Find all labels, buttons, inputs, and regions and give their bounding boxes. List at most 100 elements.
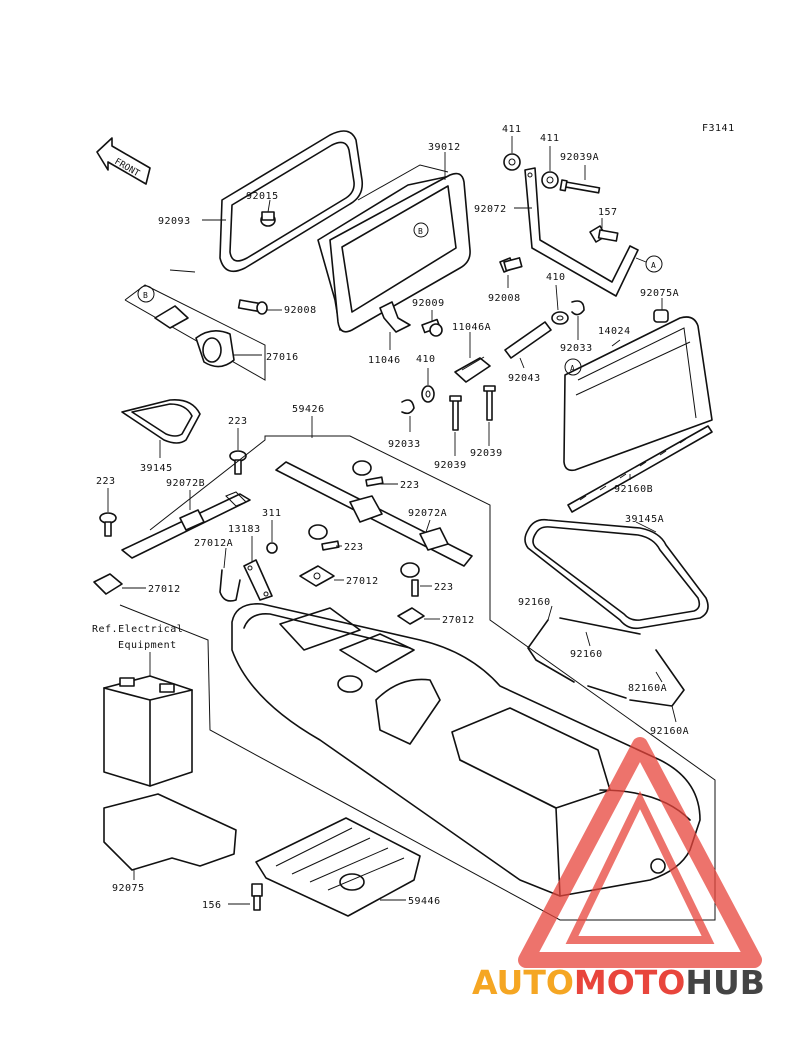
intake-grate-59446	[255, 817, 421, 917]
label-59426: 59426	[292, 404, 325, 415]
label-39012: 39012	[428, 142, 461, 153]
label-92008-box: 92008	[488, 293, 521, 304]
group-frame-59426	[119, 435, 716, 921]
strap-92072A	[275, 461, 473, 567]
label-92039-right: 92039	[470, 448, 503, 459]
label-410-right: 410	[546, 272, 566, 283]
ubolt-27012A	[219, 569, 241, 602]
label-92072: 92072	[474, 204, 507, 215]
bolt-157	[589, 225, 619, 243]
nut-311	[266, 542, 278, 554]
watermark-part2: MOTO	[574, 963, 685, 1002]
hull-body	[231, 603, 701, 897]
svg-text:A: A	[651, 261, 656, 270]
label-410-left: 410	[416, 354, 436, 365]
ref-note-line2: Equipment	[118, 640, 177, 651]
label-223-b: 223	[96, 476, 116, 487]
screw-223-d	[308, 524, 340, 551]
strip-92160B	[567, 425, 713, 513]
hinge-part	[154, 305, 189, 329]
clip-27012-right	[397, 607, 425, 625]
bolt-156	[251, 883, 263, 911]
label-92075: 92075	[112, 883, 145, 894]
watermark-part1: AUTO	[472, 963, 574, 1002]
label-92072A: 92072A	[408, 508, 447, 519]
bracket-11046	[379, 301, 411, 333]
label-39145: 39145	[140, 463, 173, 474]
gasket-39145A	[524, 518, 709, 630]
callout-b-bracket	[137, 285, 155, 303]
washer-410	[421, 385, 435, 403]
knob-part	[195, 330, 235, 368]
bracket-11046A	[454, 356, 491, 383]
svg-text:A: A	[570, 364, 575, 373]
storage-box-39012	[317, 164, 471, 333]
pin-92039A	[559, 179, 601, 194]
label-27016: 27016	[266, 352, 299, 363]
plug-92015	[260, 211, 276, 227]
rod-92043	[504, 321, 552, 359]
label-92160B: 92160B	[614, 484, 653, 495]
label-223-d: 223	[344, 542, 364, 553]
label-59446: 59446	[408, 896, 441, 907]
label-92008-left: 92008	[284, 305, 317, 316]
screw-223-a	[229, 450, 247, 475]
bolt-92009	[421, 318, 443, 337]
cap-92075A	[653, 309, 669, 323]
label-223-c: 223	[400, 480, 420, 491]
label-92075A: 92075A	[640, 288, 679, 299]
watermark-logo	[518, 737, 762, 968]
label-82160A: 82160A	[628, 683, 667, 694]
label-92039-left: 92039	[434, 460, 467, 471]
label-92015: 92015	[246, 191, 279, 202]
label-223-a: 223	[228, 416, 248, 427]
clip-92033-right	[571, 300, 585, 316]
figure-code: F3141	[702, 123, 735, 134]
washer-411-a	[503, 153, 521, 171]
label-223-e: 223	[434, 582, 454, 593]
screw-223-e	[400, 562, 420, 597]
screw-223-b	[99, 512, 117, 537]
gasket-39145	[121, 398, 201, 444]
label-311: 311	[262, 508, 282, 519]
label-92093: 92093	[158, 216, 191, 227]
callout-b-box: B	[418, 227, 423, 236]
pin-92039-right	[483, 385, 496, 421]
label-92160A: 92160A	[650, 726, 689, 737]
label-39145A: 39145A	[625, 514, 664, 525]
clip-27012-center	[299, 565, 335, 587]
ref-note-line1: Ref.Electrical	[92, 624, 183, 635]
washer-411-b	[541, 171, 559, 189]
hatch-cover-14024	[563, 316, 713, 472]
pin-92039-left	[449, 395, 462, 431]
label-27012-right: 27012	[442, 615, 475, 626]
label-14024: 14024	[598, 326, 631, 337]
label-92039A: 92039A	[560, 152, 599, 163]
label-92033-left: 92033	[388, 439, 421, 450]
label-411-a: 411	[502, 124, 522, 135]
label-13183: 13183	[228, 524, 261, 535]
label-11046A: 11046A	[452, 322, 491, 333]
label-92043: 92043	[508, 373, 541, 384]
watermark-text: AUTOMOTOHUB	[472, 963, 765, 1002]
bolt-92008-box	[499, 257, 523, 273]
hatch-gasket-92093	[219, 130, 364, 273]
label-157: 157	[598, 207, 618, 218]
label-27012-center: 27012	[346, 576, 379, 587]
label-92033-right: 92033	[560, 343, 593, 354]
plate-13183	[243, 559, 273, 601]
clip-92033-left	[401, 399, 415, 415]
label-27012-left: 27012	[148, 584, 181, 595]
label-411-b: 411	[540, 133, 560, 144]
callout-a-cover	[564, 358, 582, 376]
battery-icon	[103, 675, 193, 787]
strap-92072	[524, 167, 639, 297]
watermark-part3: HUB	[685, 963, 765, 1002]
label-156: 156	[202, 900, 222, 911]
washer-410-right	[551, 311, 569, 325]
label-92072B: 92072B	[166, 478, 205, 489]
label-27012A: 27012A	[194, 538, 233, 549]
clip-27012-left	[93, 573, 123, 595]
